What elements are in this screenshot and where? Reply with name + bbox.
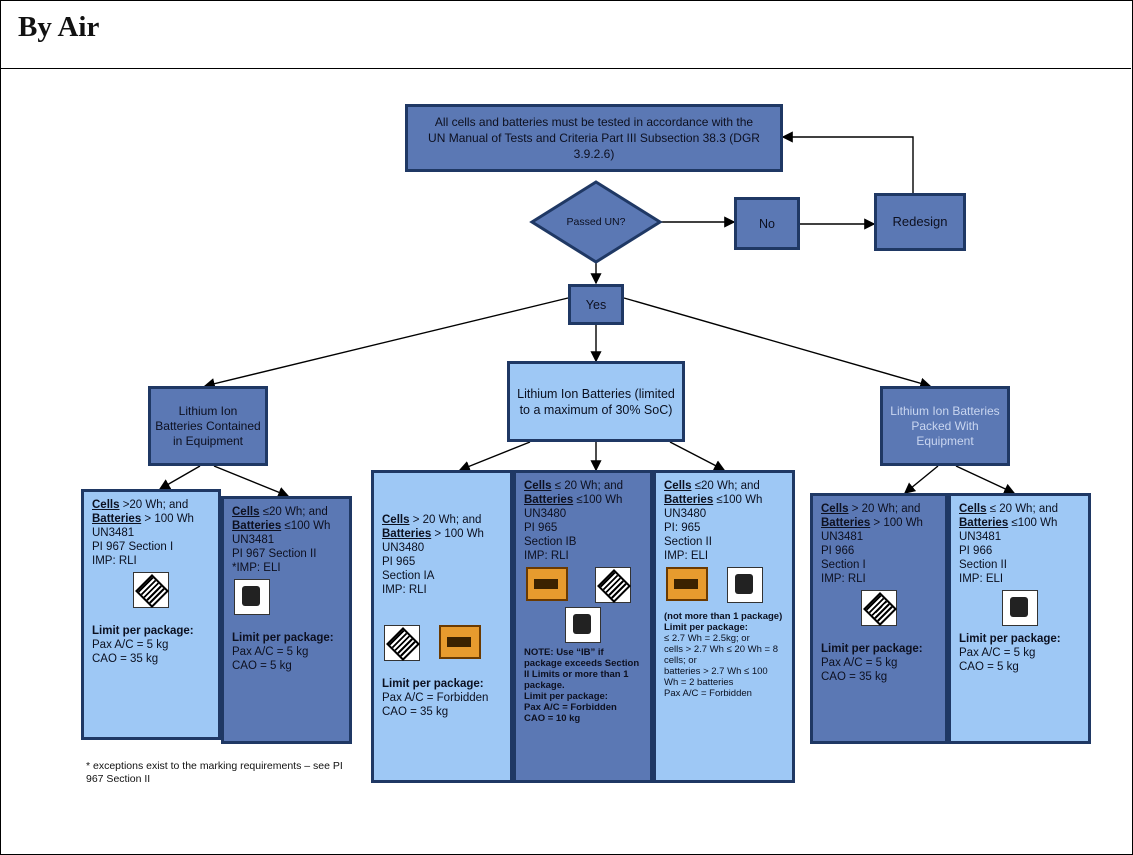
cargo-aircraft-only-icon bbox=[526, 567, 568, 601]
battery-mark-icon bbox=[234, 579, 270, 615]
battery-mark-icon bbox=[727, 567, 764, 603]
top-requirement-box: All cells and batteries must be tested i… bbox=[405, 104, 783, 172]
redesign-box: Redesign bbox=[874, 193, 966, 251]
yes-box: Yes bbox=[568, 284, 624, 325]
pi965-section1a-box: Cells > 20 Wh; and Batteries > 100 Wh UN… bbox=[371, 470, 513, 783]
category-contained-box: Lithium Ion Batteries Contained in Equip… bbox=[148, 386, 268, 466]
pi966-section2-box: Cells ≤ 20 Wh; and Batteries ≤100 Wh UN3… bbox=[948, 493, 1091, 744]
no-box: No bbox=[734, 197, 800, 250]
category-30soc-box: Lithium Ion Batteries (limited to a maxi… bbox=[507, 361, 685, 442]
category-packed-box: Lithium Ion Batteries Packed With Equipm… bbox=[880, 386, 1010, 466]
class9-hazard-icon bbox=[861, 590, 897, 626]
footnote: * exceptions exist to the marking requir… bbox=[86, 760, 343, 785]
header-bar: By Air bbox=[0, 0, 1131, 69]
arrow-left-b1 bbox=[158, 465, 201, 490]
class9-hazard-icon bbox=[384, 625, 420, 661]
arrow-mid-b3 bbox=[458, 441, 531, 472]
pi965-section2-box: Cells ≤20 Wh; and Batteries ≤100 Wh UN34… bbox=[653, 470, 795, 783]
arrow-mid-b5 bbox=[669, 441, 726, 471]
ib-note: NOTE: Use “IB” if package exceeds Sectio… bbox=[524, 647, 640, 691]
class9-hazard-icon bbox=[595, 567, 632, 603]
arrow-right-b7 bbox=[955, 465, 1016, 494]
pi967-section2-box: Cells ≤20 Wh; and Batteries ≤100 Wh UN34… bbox=[221, 496, 352, 744]
pi967-section1-box: Cells >20 Wh; and Batteries > 100 Wh UN3… bbox=[81, 489, 221, 740]
arrow-right-b6 bbox=[903, 465, 939, 494]
decision-label: Passed UN? bbox=[566, 215, 626, 228]
battery-mark-icon bbox=[565, 607, 601, 643]
class9-hazard-icon bbox=[133, 572, 169, 608]
cargo-aircraft-only-icon bbox=[666, 567, 708, 601]
pi966-section1-box: Cells > 20 Wh; and Batteries > 100 Wh UN… bbox=[810, 493, 948, 744]
battery-mark-icon bbox=[1001, 590, 1038, 626]
pi965-section1b-box: Cells ≤ 20 Wh; and Batteries ≤100 Wh UN3… bbox=[513, 470, 653, 783]
arrow-yes-right bbox=[623, 297, 932, 389]
cargo-aircraft-only-icon bbox=[439, 625, 482, 659]
arrow-redesign-top bbox=[781, 131, 914, 193]
page-title: By Air bbox=[18, 11, 100, 43]
arrow-left-b2 bbox=[213, 465, 290, 498]
arrow-yes-left bbox=[203, 297, 569, 390]
decision-diamond bbox=[529, 180, 663, 264]
